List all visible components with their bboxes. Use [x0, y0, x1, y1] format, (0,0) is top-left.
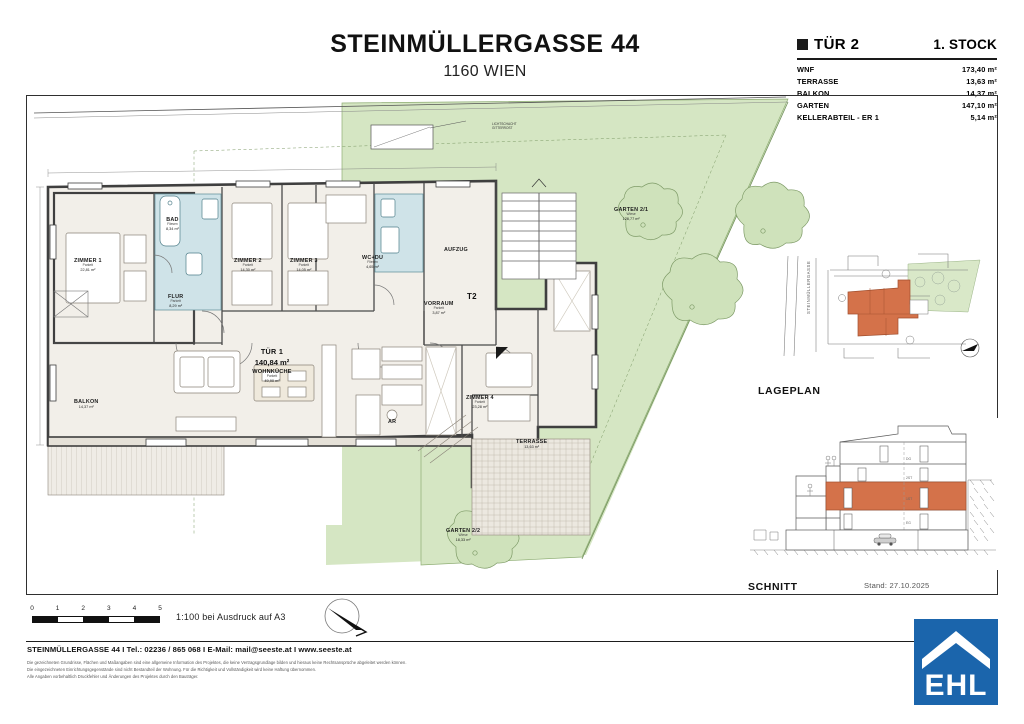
scale-tick: 1	[55, 605, 60, 612]
unit-area-row: TERRASSE 13,63 m²	[797, 76, 997, 88]
room-label-zimmer-4: ZIMMER 4 Parkett 23,28 m²	[466, 395, 494, 409]
bath-fixtures	[159, 195, 400, 276]
scale-tick: 5	[158, 605, 162, 612]
furniture-living	[173, 344, 381, 438]
car-icon	[873, 533, 897, 546]
room-label-bad: BAD Fliesen 8,34 m²	[166, 217, 179, 231]
door-tag-t2: T2	[467, 292, 477, 301]
site-plan-unit-highlight	[847, 279, 919, 337]
unit-info-header: TÜR 2 1. STOCK	[797, 36, 997, 53]
site-plan-caption: LAGEPLAN	[758, 385, 821, 397]
unit-area-value: 14,37 m²	[966, 88, 997, 98]
svg-text:2ST: 2ST	[906, 476, 912, 480]
site-plan-drawing: STEINMÜLLERGASSE	[758, 252, 990, 360]
terrace-area	[471, 438, 591, 536]
footer-contact: STEINMÜLLERGASSE 44 I Tel.: 02236 / 865 …	[27, 645, 352, 654]
disclaimer-line: Die gezeichneten Grundrisse, Flächen und…	[27, 660, 407, 665]
unit-area-row: WNF 173,40 m²	[797, 64, 997, 76]
unit-area-value: 173,40 m²	[961, 64, 997, 74]
furniture-kitchen	[381, 346, 457, 436]
floor-plan-drawing: ZIMMER 1 Parkett 22,81 m² BAD Fliesen 8,…	[26, 95, 998, 595]
scale-tick: 3	[106, 605, 111, 612]
ehl-logo: EHL	[914, 619, 998, 705]
unit-area-value: 147,10 m²	[961, 100, 997, 110]
unit-area-label: GARTEN	[797, 100, 830, 110]
room-label-aufzug: AUFZUG	[444, 247, 468, 253]
scale-bar-graphic	[32, 616, 160, 623]
room-label-zimmer-3: ZIMMER 3 Parkett 14,05 m²	[290, 258, 318, 272]
room-label-terrasse: TERRASSE 13,63 m²	[516, 439, 548, 450]
room-label-vorraum: VORRAUM Parkett 3,87 m²	[424, 301, 454, 315]
unit-area-label: KELLERABTEIL - ER 1	[797, 112, 879, 122]
unit-center-label: TÜR 1 140,84 m² WOHNKÜCHE Parkett 49,90 …	[252, 347, 292, 384]
project-street: STEINMÜLLERGASSE 44	[330, 30, 640, 58]
facade-hatch	[53, 290, 89, 318]
room-label-balkon: BALKON 14,37 m²	[74, 399, 99, 410]
unit-area-table: WNF 173,40 m² TERRASSE 13,63 m² BALKON 14,37 …	[797, 64, 997, 124]
svg-text:STEINMÜLLERGASSE: STEINMÜLLERGASSE	[806, 261, 811, 314]
room-label-wc-du: WC+DU Fliesen 4,65 m²	[362, 255, 384, 269]
svg-text:EHL: EHL	[925, 669, 988, 702]
info-divider	[797, 58, 997, 60]
section-stand-date: Stand: 27.10.2025	[864, 581, 930, 590]
windows	[49, 180, 599, 447]
floor-label: 1. STOCK	[933, 37, 997, 52]
tree-group	[447, 181, 810, 569]
room-label-ar: AR	[388, 419, 397, 425]
svg-text:EG: EG	[906, 521, 911, 525]
section-caption: SCHNITT	[748, 581, 798, 593]
north-arrow	[316, 596, 376, 640]
room-label-zimmer-2: ZIMMER 2 Parkett 14,30 m²	[234, 258, 262, 272]
unit-area-value: 13,63 m²	[966, 76, 997, 86]
room-label-zimmer-1: ZIMMER 1 Parkett 22,81 m²	[74, 258, 102, 272]
terrace-steps	[417, 414, 479, 464]
svg-text:1ST: 1ST	[906, 497, 912, 501]
footer-disclaimer: Die gezeichneten Grundrisse, Flächen und…	[27, 659, 407, 680]
drawing-frame	[26, 95, 998, 595]
unit-area-value: 5,14 m²	[970, 112, 997, 122]
scale-tick: 4	[132, 605, 137, 612]
disclaimer-line: Alle Angaben vorbehaltlich Druckfehler u…	[27, 674, 199, 680]
unit-area-label: BALKON	[797, 88, 830, 98]
unit-area-row: BALKON 14,37 m²	[797, 88, 997, 100]
unit-info-box: TÜR 2 1. STOCK WNF 173,40 m² TERRASSE 13,63…	[797, 36, 997, 124]
entrance-marker	[496, 347, 508, 359]
site-plan-svg: STEINMÜLLERGASSE	[758, 252, 990, 360]
unit-area-row: KELLERABTEIL - ER 1 5,14 m²	[797, 112, 997, 124]
dimension-lines	[36, 163, 497, 446]
svg-text:DG: DG	[906, 457, 911, 461]
plan-svg	[33, 96, 810, 569]
north-arrow-site	[960, 338, 980, 358]
unit-label: TÜR 2	[814, 36, 860, 53]
unit-area-label: WNF	[797, 64, 815, 74]
scale-tick: 2	[81, 605, 85, 612]
unit-area-label: TERRASSE	[797, 76, 839, 86]
project-city: 1160 WIEN	[443, 63, 527, 80]
staircase	[501, 178, 577, 280]
scale-bar: 0 1 2 3 4 5	[30, 605, 162, 623]
room-label-flur: FLUR Parkett 8,29 m²	[168, 294, 184, 308]
scale-note: 1:100 bei Ausdruck auf A3	[176, 612, 286, 622]
unit-color-swatch	[797, 39, 808, 50]
unit-area-row: GARTEN 147,10 m²	[797, 100, 997, 112]
lichtschacht	[370, 120, 467, 150]
footer-divider	[26, 641, 998, 642]
room-label-garten-2-1: GARTEN 2/1 Wiese 128,77 m²	[614, 207, 649, 221]
scale-tick: 0	[30, 605, 34, 612]
room-label-garten-2-2: GARTEN 2/2 Wiese 18,33 m²	[446, 528, 481, 542]
page-title: STEINMÜLLERGASSE 44 1160 WIEN	[250, 30, 720, 81]
disclaimer-line: Die eingezeichneten Einrichtungsgegenstä…	[27, 667, 317, 673]
furniture-bedrooms	[65, 194, 591, 422]
scale-tick-labels: 0 1 2 3 4 5	[30, 605, 162, 615]
